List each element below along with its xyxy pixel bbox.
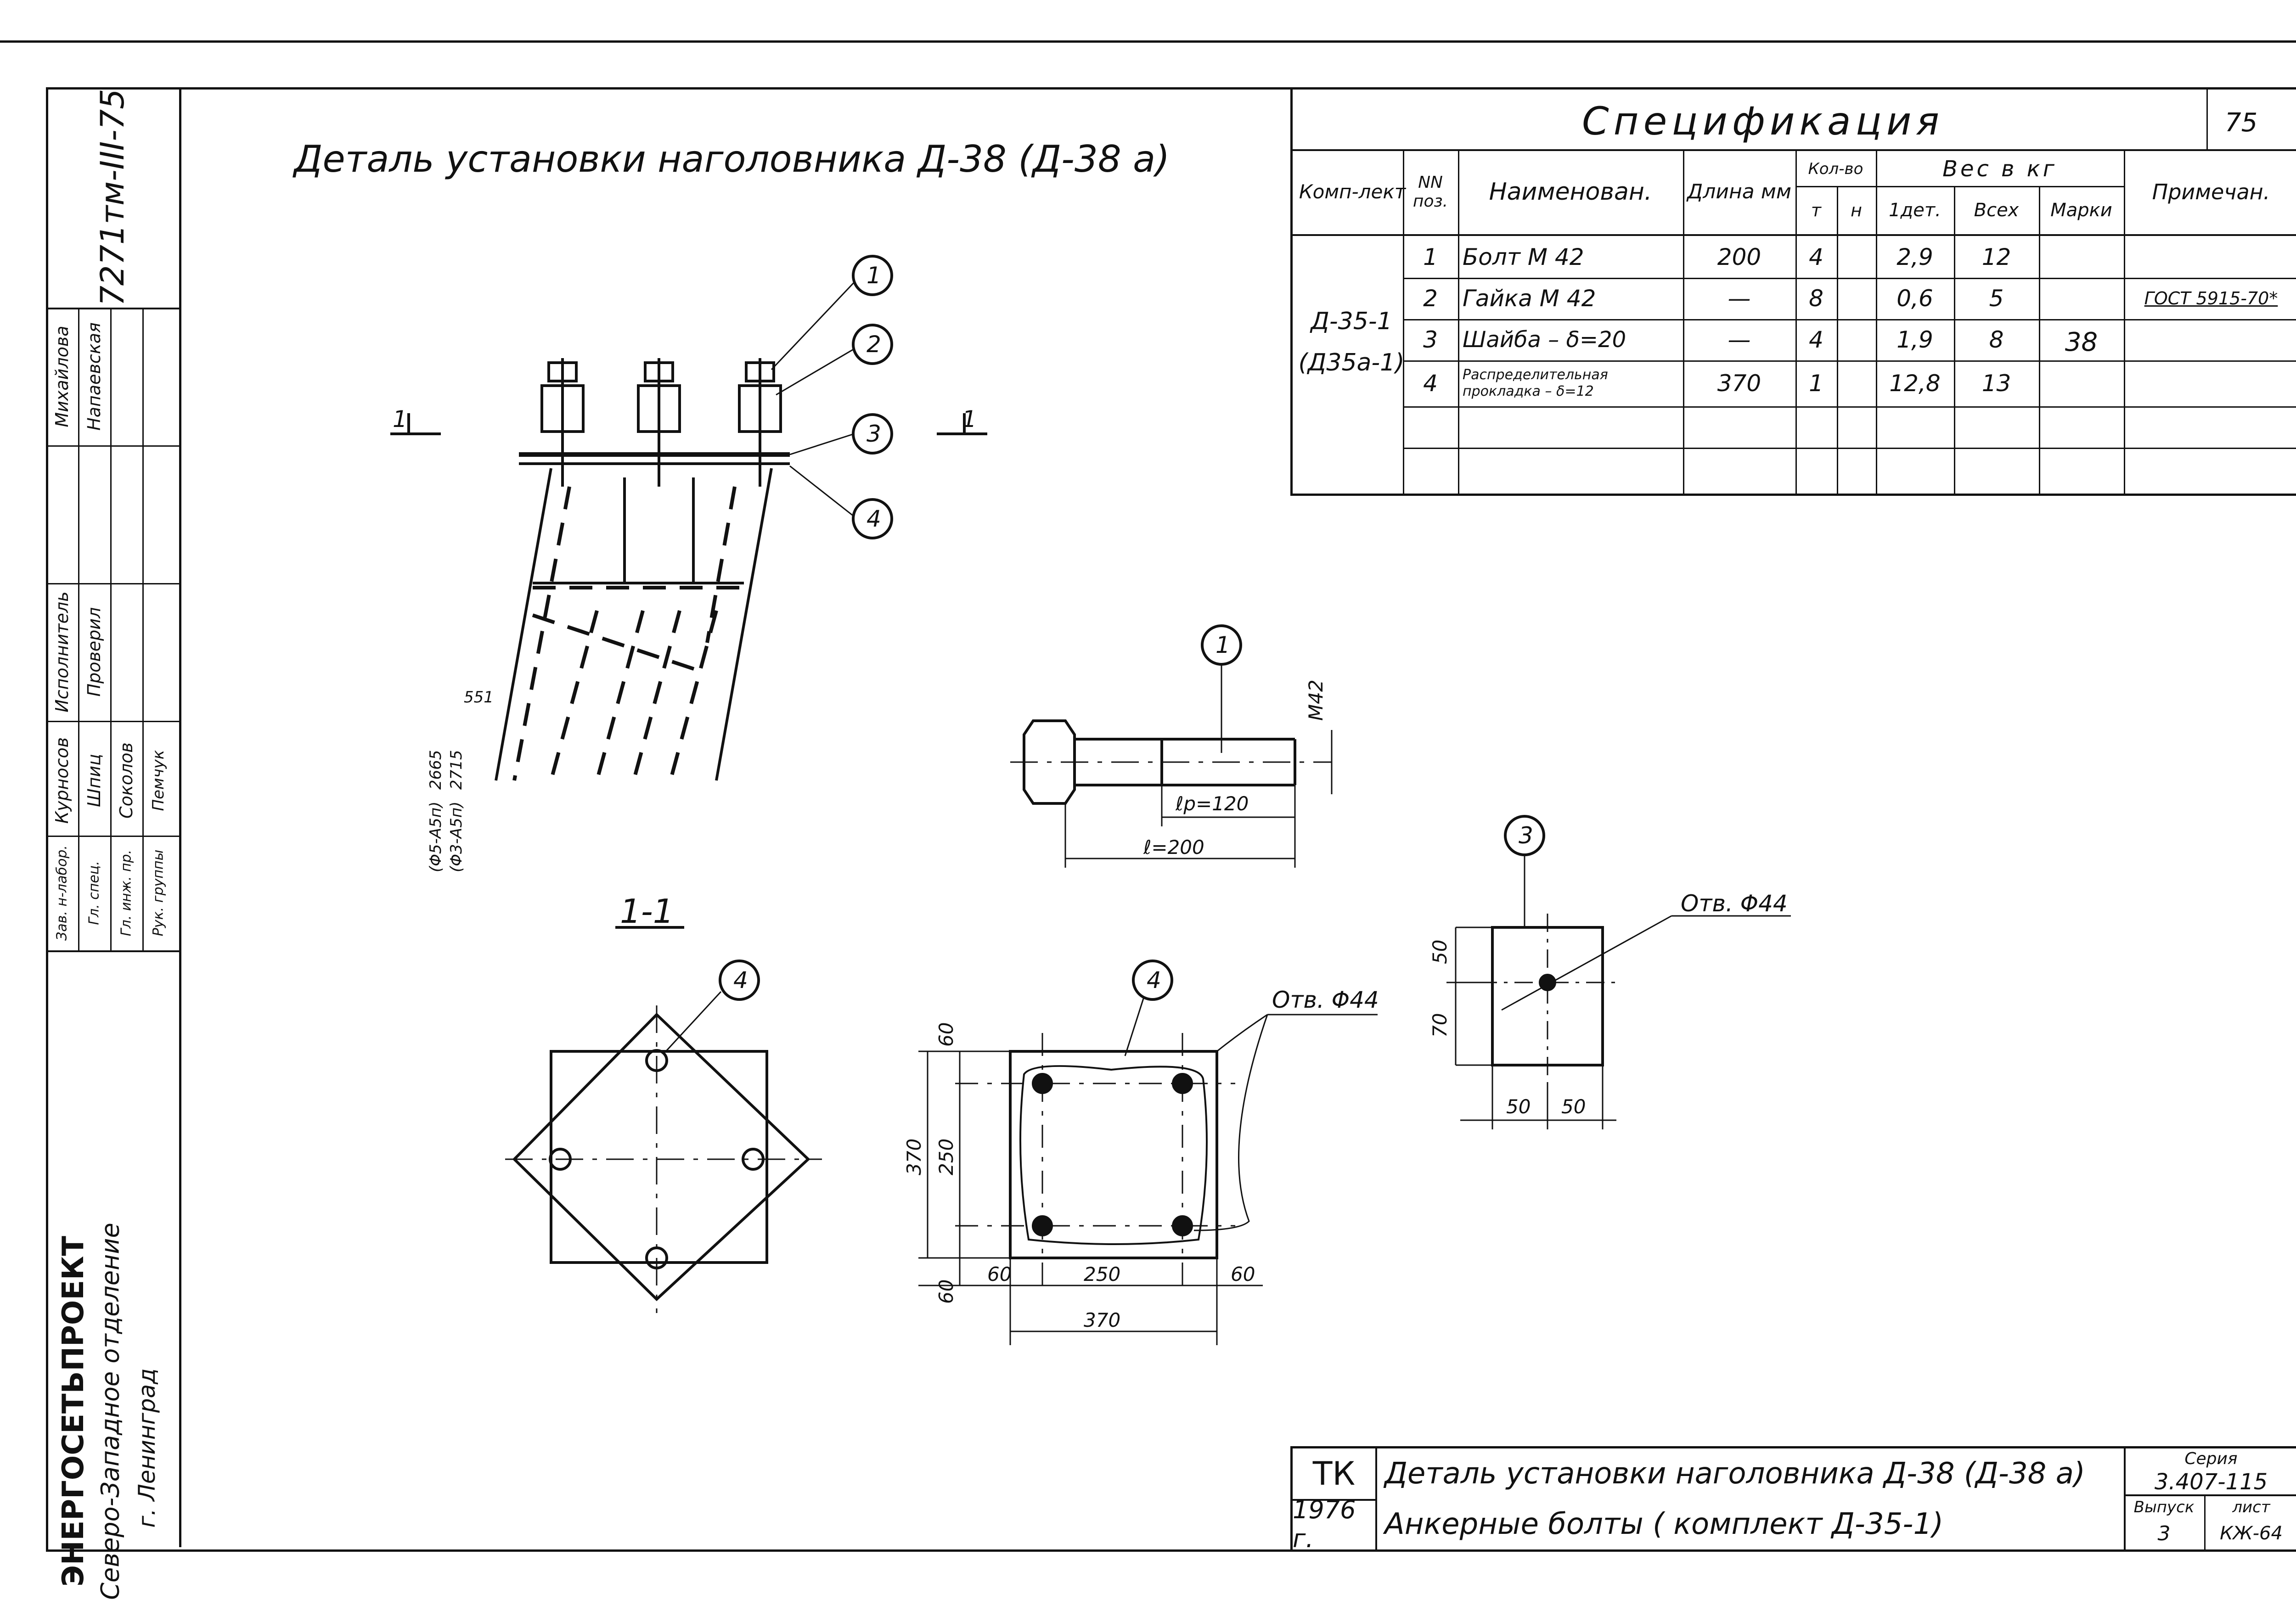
- issue-value: 3: [2157, 1521, 2171, 1545]
- row4-pos: 4: [1423, 370, 1438, 397]
- section-title: 1-1: [620, 892, 674, 931]
- washer-dim-top: 50: [1429, 940, 1451, 964]
- plate-view: [918, 960, 1378, 1345]
- sheet-label: лист: [2232, 1498, 2270, 1516]
- row3-w-one: 1,9: [1896, 326, 1933, 353]
- issue-label: Выпуск: [2133, 1498, 2195, 1516]
- title-line-2: Анкерные болты ( комплект Д-35-1): [1384, 1507, 1944, 1541]
- plate-dim-250-h: 250: [1084, 1263, 1120, 1285]
- hdr-qty-m: т: [1811, 200, 1822, 220]
- hdr-name: Наименован.: [1489, 178, 1652, 206]
- drawing-frame: [46, 87, 2296, 1552]
- main-title: Деталь установки наголовника Д-38 (Д-38 …: [294, 138, 1170, 180]
- spec-table: Спецификация 75 Комп-лект NN поз. Наимен…: [1290, 90, 2296, 496]
- plate-callout: 4: [1147, 967, 1161, 993]
- callout-4: 4: [867, 505, 881, 532]
- row4-length: 370: [1717, 370, 1761, 397]
- row4-w-all: 13: [1981, 370, 2011, 397]
- hdr-note: Примечан.: [2152, 179, 2270, 204]
- row3-qty: 4: [1809, 326, 1823, 353]
- washer-dim-left: 70: [1429, 1013, 1451, 1038]
- row2-qty: 8: [1809, 285, 1823, 312]
- title-line-1: Деталь установки наголовника Д-38 (Д-38 …: [1384, 1457, 2085, 1491]
- row2-length: —: [1728, 285, 1751, 312]
- tk-label: ТК: [1312, 1455, 1356, 1493]
- row2-w-all: 5: [1989, 285, 2004, 312]
- hdr-qty: Кол-во: [1808, 159, 1863, 178]
- washer-view: [1446, 815, 1791, 1129]
- bolt-total-len: ℓ=200: [1143, 836, 1204, 859]
- plate-dim-60-bot: 60: [935, 1280, 957, 1304]
- hdr-weight: Вес в кг: [1942, 156, 2057, 182]
- row2-w-one: 0,6: [1896, 285, 1933, 312]
- elev-dim-551: 551: [464, 688, 494, 707]
- plate-dim-60-r: 60: [1231, 1263, 1255, 1285]
- washer-callout: 3: [1519, 822, 1533, 849]
- org-box: ЭНЕРГОСЕТЬПРОЕКТ Северо-Западное отделен…: [46, 950, 179, 1600]
- section-callout: 4: [733, 967, 748, 993]
- elev-dim-f5: (Φ5-А5п): [427, 802, 445, 872]
- washer-dim-b2: 50: [1561, 1095, 1586, 1118]
- series-value: 3.407-115: [2154, 1469, 2268, 1495]
- row4-name: Распределительная прокладка – δ=12: [1463, 367, 1608, 399]
- row3-pos: 3: [1423, 326, 1438, 353]
- hdr-qty-n: н: [1851, 200, 1862, 220]
- callout-3: 3: [867, 421, 881, 447]
- row1-name: Болт М 42: [1463, 244, 1584, 270]
- hdr-pos: NN поз.: [1412, 173, 1448, 211]
- row1-w-one: 2,9: [1896, 244, 1933, 270]
- bolt-view: [1010, 624, 1333, 868]
- year-label: 1976 г.: [1293, 1495, 1356, 1553]
- project-code-box: 7271тм-III-75: [46, 87, 179, 309]
- row1-qty: 4: [1809, 244, 1823, 270]
- hdr-w-all: Всех: [1974, 199, 2019, 221]
- row4-w-one: 12,8: [1889, 370, 1941, 397]
- elev-dim-f3: (Φ3-А5п): [447, 802, 466, 872]
- sheet-value: КЖ-64: [2220, 1523, 2283, 1544]
- sheet-top-border: [0, 40, 2296, 43]
- plate-dim-60-l: 60: [987, 1263, 1012, 1285]
- row3-w-all: 8: [1989, 326, 2004, 353]
- row1-pos: 1: [1423, 244, 1438, 270]
- washer-hole: Отв. Φ44: [1681, 890, 1788, 917]
- plate-dim-250-v: 250: [935, 1139, 957, 1175]
- washer-dim-b1: 50: [1506, 1095, 1531, 1118]
- title-block: ТК 1976 г. Деталь установки наголовника …: [1290, 1446, 2296, 1553]
- mark-weight: 38: [2065, 327, 2098, 357]
- plate-dim-60-top: 60: [935, 1022, 957, 1047]
- plate-dim-370-v: 370: [903, 1139, 925, 1175]
- plate-dim-370-h: 370: [1084, 1309, 1120, 1331]
- hdr-w-one: 1дет.: [1889, 199, 1941, 221]
- series-label: Серия: [2184, 1449, 2238, 1468]
- bolt-thread: M42: [1305, 679, 1327, 721]
- section-view: [505, 926, 822, 1313]
- elevation-view: [390, 358, 987, 781]
- callout-1: 1: [867, 262, 881, 289]
- spec-title: Спецификация: [1582, 99, 1944, 144]
- row3-length: —: [1728, 326, 1751, 353]
- bolt-thread-len: ℓр=120: [1175, 792, 1249, 815]
- row3-name: Шайба – δ=20: [1463, 327, 1626, 353]
- elev-dim-2665: 2665: [427, 750, 445, 790]
- row2-name: Гайка М 42: [1463, 285, 1596, 312]
- hdr-komplekt: Комп-лект: [1299, 180, 1406, 203]
- signature-grid: Михайлова Напаевская Исполнитель Провери…: [46, 308, 179, 950]
- row4-qty: 1: [1809, 370, 1823, 397]
- hdr-w-mark: Марки: [2050, 199, 2112, 221]
- plate-hole: Отв. Φ44: [1272, 987, 1379, 1013]
- section-mark-left: 1: [393, 406, 407, 432]
- hdr-length: Длина мм: [1687, 180, 1792, 203]
- komplekt-value: Д-35-1 (Д35а-1): [1298, 308, 1405, 376]
- left-stamp: 7271тм-III-75 Михайлова Напаевская Испол…: [46, 87, 181, 1600]
- section-mark-right: 1: [962, 406, 977, 432]
- callout-2: 2: [867, 331, 881, 358]
- sheet-corner-number: 75: [2225, 108, 2258, 138]
- row1-length: 200: [1717, 244, 1761, 270]
- row2-pos: 2: [1423, 285, 1438, 312]
- row1-w-all: 12: [1981, 244, 2011, 270]
- bolt-callout: 1: [1216, 632, 1230, 658]
- row2-note: ГОСТ 5915-70*: [2144, 288, 2278, 309]
- elev-dim-2715: 2715: [447, 750, 466, 790]
